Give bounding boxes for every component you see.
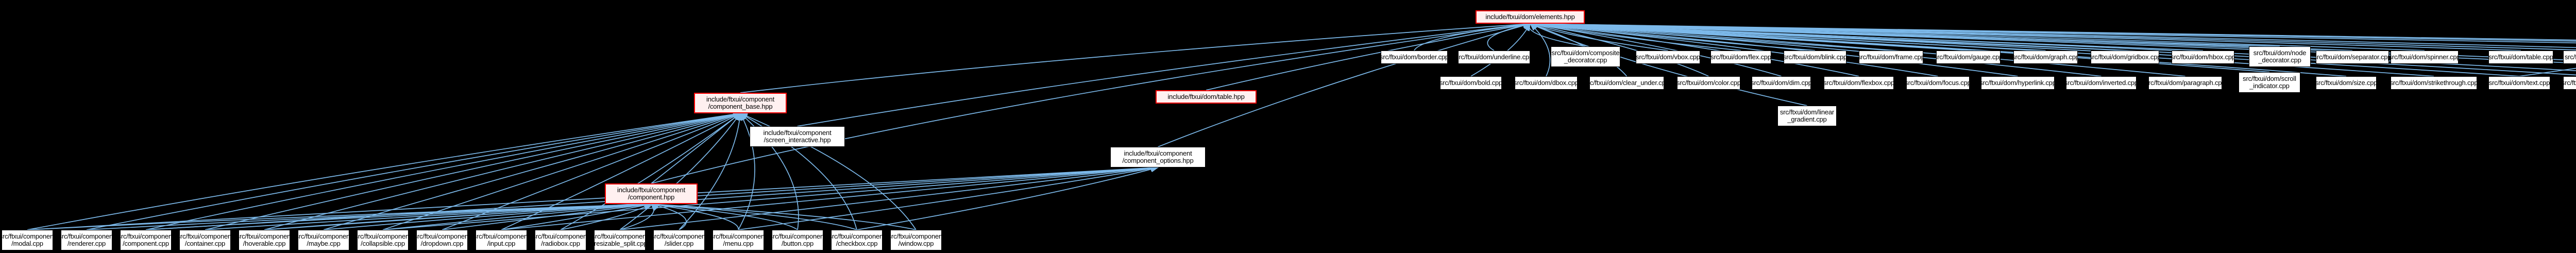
graph-node-component_hpp[interactable]: include/ftxui/component /component.hpp [605,183,698,204]
graph-node-d_vbox[interactable]: src/ftxui/dom/vbox.cpp [1636,50,1700,64]
graph-node-d_composite[interactable]: src/ftxui/dom/composite _decorator.cpp [1551,46,1620,67]
graph-node-d_bold[interactable]: src/ftxui/dom/bold.cpp [1440,76,1502,90]
graph-node-component_base[interactable]: include/ftxui/component /component_base.… [694,93,787,113]
graph-node-n_maybe[interactable]: src/ftxui/component /maybe.cpp [298,230,349,250]
graph-node-n_input[interactable]: src/ftxui/component /input.cpp [476,230,527,250]
graph-node-d_flex[interactable]: src/ftxui/dom/flex.cpp [1710,50,1771,64]
graph-node-d_frame[interactable]: src/ftxui/dom/frame.cpp [1859,50,1923,64]
graph-node-d_border[interactable]: src/ftxui/dom/border.cpp [1381,50,1448,64]
graph-node-n_checkbox[interactable]: src/ftxui/component /checkbox.cpp [831,230,883,250]
graph-node-n_collapsible[interactable]: src/ftxui/component /collapsible.cpp [357,230,409,250]
graph-node-d_dim[interactable]: src/ftxui/dom/dim.cpp [1752,76,1811,90]
graph-node-d_flexbox_cpp[interactable]: src/ftxui/dom/flexbox.cpp [1824,76,1894,90]
graph-node-d_gridbox[interactable]: src/ftxui/dom/gridbox.cpp [2091,50,2159,64]
graph-node-d_graph[interactable]: src/ftxui/dom/graph.cpp [2013,50,2078,64]
graph-node-n_component_cpp[interactable]: src/ftxui/component /component.cpp [120,230,172,250]
graph-node-n_menu[interactable]: src/ftxui/component /menu.cpp [713,230,764,250]
graph-node-component_opts[interactable]: include/ftxui/component /component_optio… [1110,147,1206,167]
graph-node-n_window[interactable]: src/ftxui/component /window.cpp [890,230,942,250]
graph-node-n_dropdown[interactable]: src/ftxui/component /dropdown.cpp [416,230,468,250]
graph-node-d_util[interactable]: src/ftxui/dom/util.cpp [2563,50,2576,64]
graph-node-n_renderer[interactable]: src/ftxui/component /renderer.cpp [61,230,112,250]
graph-node-d_strikethrough[interactable]: src/ftxui/dom/strikethrough.cpp [2391,76,2477,90]
graph-node-d_gauge[interactable]: src/ftxui/dom/gauge.cpp [1936,50,2001,64]
graph-node-d_clear_under[interactable]: src/ftxui/dom/clear_under.cpp [1589,76,1664,90]
graph-node-d_paragraph[interactable]: src/ftxui/dom/paragraph.cpp [2148,76,2222,90]
graph-node-d_hbox[interactable]: src/ftxui/dom/hbox.cpp [2172,50,2234,64]
graph-node-d_linear_grad[interactable]: src/ftxui/dom/linear _gradient.cpp [1777,106,1837,126]
graph-node-d_scroll_ind[interactable]: src/ftxui/dom/scroll _indicator.cpp [2239,72,2300,93]
graph-node-n_resizable[interactable]: src/ftxui/component /resizable_split.cpp [594,230,646,250]
graph-node-d_spinner[interactable]: src/ftxui/dom/spinner.cpp [2391,50,2459,64]
graph-node-d_hyperlink[interactable]: src/ftxui/dom/hyperlink.cpp [1981,76,2055,90]
graph-node-d_node_deco[interactable]: src/ftxui/dom/node _decorator.cpp [2249,46,2311,67]
graph-node-d_text[interactable]: src/ftxui/dom/text.cpp [2488,76,2550,90]
graph-node-table_hpp[interactable]: include/ftxui/dom/table.hpp [1156,90,1257,104]
graph-node-d_size[interactable]: src/ftxui/dom/size.cpp [2316,76,2377,90]
graph-node-d_color[interactable]: src/ftxui/dom/color.cpp [1677,76,1740,90]
graph-node-n_modal[interactable]: src/ftxui/component /modal.cpp [2,230,53,250]
graph-node-d_underline[interactable]: src/ftxui/dom/underline.cpp [1458,50,1530,64]
graph-node-d_focus[interactable]: src/ftxui/dom/focus.cpp [1906,76,1970,90]
graph-node-n_slider[interactable]: src/ftxui/component /slider.cpp [653,230,705,250]
graph-node-elements[interactable]: include/ftxui/dom/elements.hpp [1476,10,1585,24]
graph-node-screen_interactive[interactable]: include/ftxui/component /screen_interact… [750,126,845,147]
graph-node-d_separator[interactable]: src/ftxui/dom/separator.cpp [2316,50,2389,64]
graph-node-d_canvas[interactable]: src/ftxui/dom/canvas.cpp [2563,76,2576,90]
graph-node-d_blink[interactable]: src/ftxui/dom/blink.cpp [1784,50,1846,64]
graph-node-d_dbox[interactable]: src/ftxui/dom/dbox.cpp [1515,76,1578,90]
graph-node-n_hoverable[interactable]: src/ftxui/component /hoverable.cpp [239,230,290,250]
graph-node-n_container[interactable]: src/ftxui/component /container.cpp [179,230,231,250]
graph-node-n_radiobox[interactable]: src/ftxui/component /radiobox.cpp [535,230,586,250]
graph-node-d_inverted[interactable]: src/ftxui/dom/inverted.cpp [2066,76,2137,90]
graph-node-n_button[interactable]: src/ftxui/component /button.cpp [772,230,823,250]
graph-node-d_table_cpp[interactable]: src/ftxui/dom/table.cpp [2488,50,2553,64]
